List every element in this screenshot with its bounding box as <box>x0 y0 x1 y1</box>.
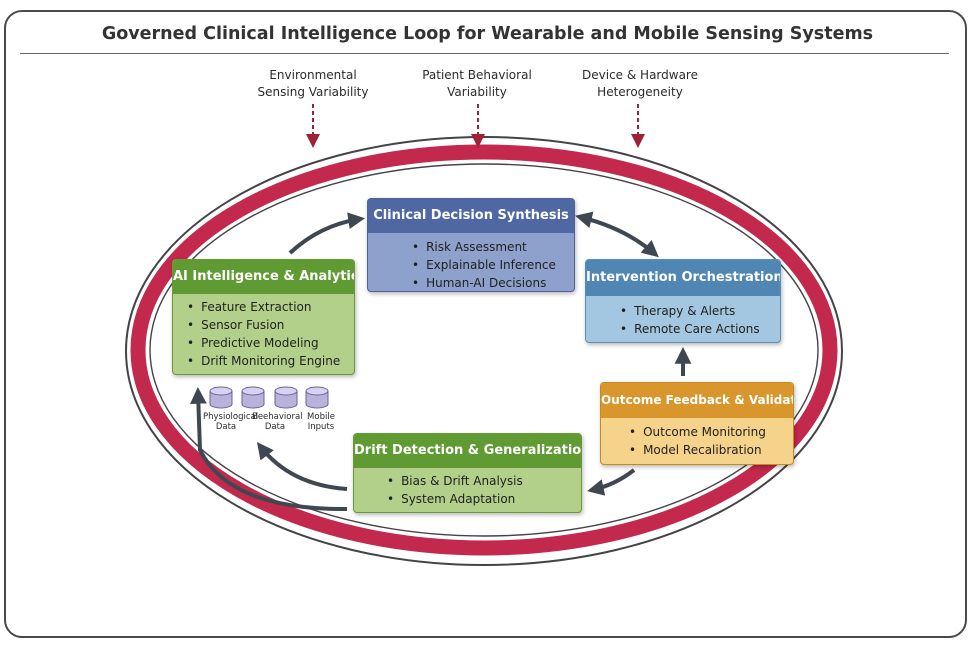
factor-arrowhead-2 <box>471 134 485 148</box>
factor-line: Patient Behavioral <box>422 68 532 82</box>
card-title: AI Intelligence & Analytics <box>173 260 354 294</box>
arrow-drift-to-ai <box>190 386 348 512</box>
list-item: Risk Assessment <box>412 238 574 256</box>
list-item: Outcome Monitoring <box>629 423 793 441</box>
outer-frame <box>4 10 967 638</box>
diagram-title: Governed Clinical Intelligence Loop for … <box>101 24 874 44</box>
card-items: Feature Extraction Sensor Fusion Predict… <box>173 294 354 370</box>
factor-device-hardware: Device & Hardware Heterogeneity <box>572 67 708 101</box>
arrow-outcome-to-drift <box>587 468 636 496</box>
card-drift-detection-generalization: Drift Detection & Generalization Bias & … <box>353 433 582 513</box>
data-source-physiological: Physiological Data <box>203 412 259 432</box>
outer-thin-ring <box>125 136 843 566</box>
data-source-line: Beehavioral <box>252 412 303 422</box>
data-source-behavioral: Beehavioral Data <box>252 412 303 432</box>
card-title: Intervention Orchestration <box>586 260 780 296</box>
title-divider <box>20 53 949 54</box>
inner-thin-ring <box>149 163 819 537</box>
arrow-synthesis-intervention <box>575 211 659 258</box>
list-item: Therapy & Alerts <box>620 302 780 320</box>
list-item: Human-AI Decisions <box>412 274 574 291</box>
factor-arrowhead-1 <box>306 134 320 148</box>
data-source-mobile: Mobile Inputs <box>301 412 341 432</box>
factor-line: Device & Hardware <box>582 68 698 82</box>
list-item: Predictive Modeling <box>187 334 354 352</box>
card-items: Therapy & Alerts Remote Care Actions <box>586 296 780 338</box>
card-title: Outcome Feedback & Validation <box>601 383 793 418</box>
card-items: Outcome Monitoring Model Recalibration <box>601 418 793 459</box>
database-icon <box>241 386 265 409</box>
list-item: Remote Care Actions <box>620 320 780 338</box>
factor-line: Sensing Variability <box>257 85 369 99</box>
factor-arrows <box>312 104 639 136</box>
data-source-line: Data <box>264 422 286 432</box>
list-item: Sensor Fusion <box>187 316 354 334</box>
database-icon <box>209 386 233 409</box>
factor-environmental: Environmental Sensing Variability <box>248 67 378 101</box>
card-intervention-orchestration: Intervention Orchestration Therapy & Ale… <box>585 259 781 343</box>
list-item: Drift Monitoring Engine <box>187 352 354 370</box>
card-clinical-decision-synthesis: Clinical Decision Synthesis Risk Assessm… <box>367 198 575 292</box>
database-icon <box>274 386 298 409</box>
list-item: Model Recalibration <box>629 441 793 459</box>
card-ai-intelligence-analytics: AI Intelligence & Analytics Feature Extr… <box>172 259 355 375</box>
card-title: Drift Detection & Generalization <box>354 434 581 468</box>
factor-arrowhead-3 <box>631 134 645 148</box>
list-item: Explainable Inference <box>412 256 574 274</box>
arrow-drift-to-sources <box>256 442 348 491</box>
factor-line: Heterogeneity <box>597 85 683 99</box>
data-source-line: Mobile <box>307 412 335 422</box>
factor-line: Environmental <box>269 68 357 82</box>
factor-line: Variability <box>447 85 507 99</box>
card-title: Clinical Decision Synthesis <box>368 199 574 233</box>
factor-patient-behavioral: Patient Behavioral Variability <box>410 67 544 101</box>
list-item: Feature Extraction <box>187 298 354 316</box>
card-outcome-feedback-validation: Outcome Feedback & Validation Outcome Mo… <box>600 382 794 465</box>
arrow-ai-to-synthesis <box>288 212 365 255</box>
data-source-line: Data <box>215 422 237 432</box>
card-items: Risk Assessment Explainable Inference Hu… <box>368 233 574 291</box>
card-items: Bias & Drift Analysis System Adaptation <box>354 468 581 508</box>
data-source-line: Physiological <box>203 412 259 422</box>
data-source-line: Inputs <box>307 422 335 432</box>
list-item: Bias & Drift Analysis <box>387 472 581 490</box>
list-item: System Adaptation <box>387 490 581 508</box>
governance-ring <box>130 144 838 556</box>
database-icon <box>305 386 329 409</box>
